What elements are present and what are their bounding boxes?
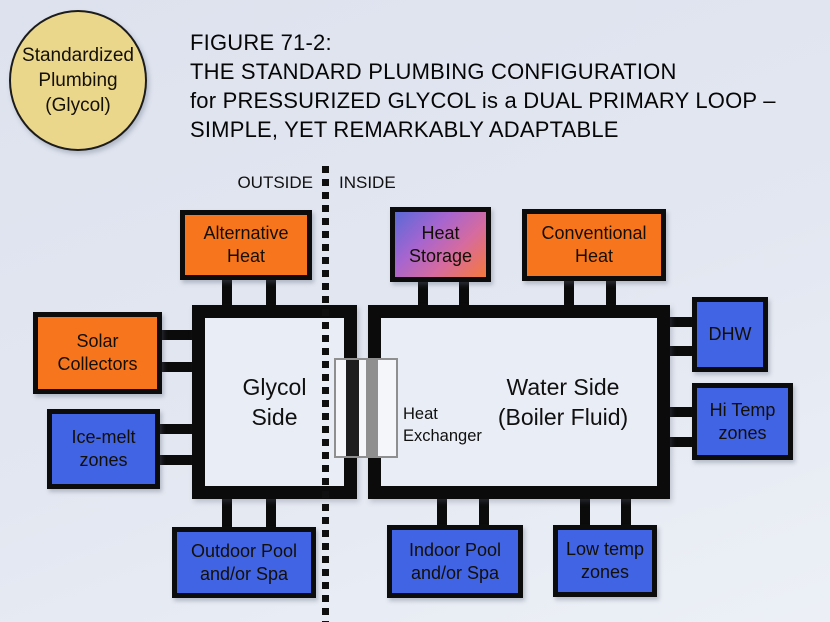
glycol-loop: Glycol Side [192, 305, 357, 499]
connector-pipe [418, 278, 428, 308]
connector-pipe [266, 276, 276, 308]
outside-label: OUTSIDE [237, 173, 313, 192]
alternative-heat-box: Alternative Heat [180, 210, 312, 280]
heat-exchanger-water-pipe [366, 360, 378, 456]
connector-pipe [437, 496, 447, 527]
standardized-plumbing-badge: Standardized Plumbing (Glycol) [9, 10, 147, 151]
connector-pipe [156, 424, 196, 434]
conventional-heat-box: Conventional Heat [522, 209, 666, 281]
heat-exchanger-glycol-pipe [346, 360, 359, 456]
outdoor-pool-box: Outdoor Pool and/or Spa [172, 527, 316, 598]
connector-pipe [158, 362, 196, 372]
connector-pipe [621, 496, 631, 527]
figure-title-line-4: SIMPLE, YET REMARKABLY ADAPTABLE [190, 117, 619, 142]
connector-pipe [459, 278, 469, 308]
connector-pipe [158, 330, 196, 340]
heat-exchanger [334, 358, 398, 458]
heat-storage-box: Heat Storage [390, 207, 491, 282]
heat-exchanger-label: Heat Exchanger [403, 405, 482, 445]
connector-pipe [266, 496, 276, 529]
connector-pipe [666, 317, 694, 327]
figure-title-line-1: FIGURE 71-2: [190, 30, 332, 55]
indoor-pool-box: Indoor Pool and/or Spa [387, 525, 523, 598]
figure-title-line-3: for PRESSURIZED GLYCOL is a DUAL PRIMARY… [190, 88, 776, 113]
connector-pipe [479, 496, 489, 527]
figure-title: FIGURE 71-2: THE STANDARD PLUMBING CONFI… [190, 28, 776, 144]
connector-pipe [666, 437, 694, 447]
outside-inside-boundary-line [322, 166, 329, 622]
connector-pipe [222, 496, 232, 529]
connector-pipe [564, 278, 574, 308]
water-loop-label: Water Side (Boiler Fluid) [497, 374, 629, 430]
hi-temp-zones-box: Hi Temp zones [692, 383, 793, 460]
water-loop: Water Side (Boiler Fluid) [368, 305, 670, 499]
low-temp-zones-box: Low temp zones [553, 525, 657, 597]
figure-title-line-2: THE STANDARD PLUMBING CONFIGURATION [190, 59, 677, 84]
connector-pipe [666, 407, 694, 417]
connector-pipe [580, 496, 590, 527]
inside-label: INSIDE [339, 173, 396, 192]
connector-pipe [222, 276, 232, 308]
connector-pipe [606, 278, 616, 308]
ice-melt-zones-box: Ice-melt zones [47, 409, 160, 489]
glycol-loop-label: Glycol Side [242, 374, 307, 430]
connector-pipe [156, 455, 196, 465]
connector-pipe [666, 346, 694, 356]
dhw-box: DHW [692, 297, 768, 372]
solar-collectors-box: Solar Collectors [33, 312, 162, 394]
